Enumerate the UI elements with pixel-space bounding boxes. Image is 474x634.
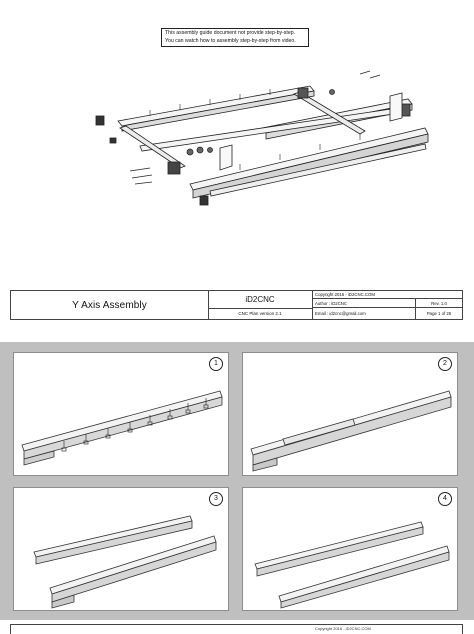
copyright-text: Copyright 2016 - iD2CNC.COM <box>312 291 462 299</box>
note-line-2: You can watch how to assembly step-by-st… <box>165 37 296 44</box>
step-panel-2: 2 <box>242 352 458 476</box>
step-3-illustration <box>33 515 217 609</box>
step-1-illustration <box>21 390 223 466</box>
email-text: Email : id2cnc@gmail.com <box>312 308 416 319</box>
step-4-illustration <box>254 521 450 609</box>
note-line-1: This assembly guide document not provide… <box>165 30 296 36</box>
step-number-badge: 4 <box>438 492 452 506</box>
step-panel-4: 4 <box>242 487 458 611</box>
document-title: Y Axis Assembly <box>11 291 209 319</box>
step-number-badge: 2 <box>438 357 452 371</box>
author-text: Author : iD2CNC <box>312 299 416 308</box>
revision-text: Rev. 1.0 <box>416 299 462 308</box>
next-page-copyright: Copyright 2016 - iD2CNC.COM <box>315 626 371 631</box>
step-number-badge: 1 <box>209 357 223 371</box>
step-panel-1: 1 <box>13 352 229 476</box>
step-number-badge: 3 <box>209 492 223 506</box>
plan-version: CNC Plan version 2.1 <box>208 308 313 319</box>
assembly-note: This assembly guide document not provide… <box>161 28 309 47</box>
step-2-illustration <box>250 390 452 472</box>
next-page-title-block: Copyright 2016 - iD2CNC.COM <box>10 624 463 634</box>
title-block: Y Axis Assembly iD2CNC CNC Plan version … <box>10 290 463 320</box>
page-number: Page 1 of 26 <box>426 311 452 316</box>
exploded-assembly-drawing <box>95 70 429 206</box>
step-grid: 1 2 <box>0 342 474 620</box>
step-panel-3: 3 <box>13 487 229 611</box>
company-name: iD2CNC <box>208 291 313 309</box>
